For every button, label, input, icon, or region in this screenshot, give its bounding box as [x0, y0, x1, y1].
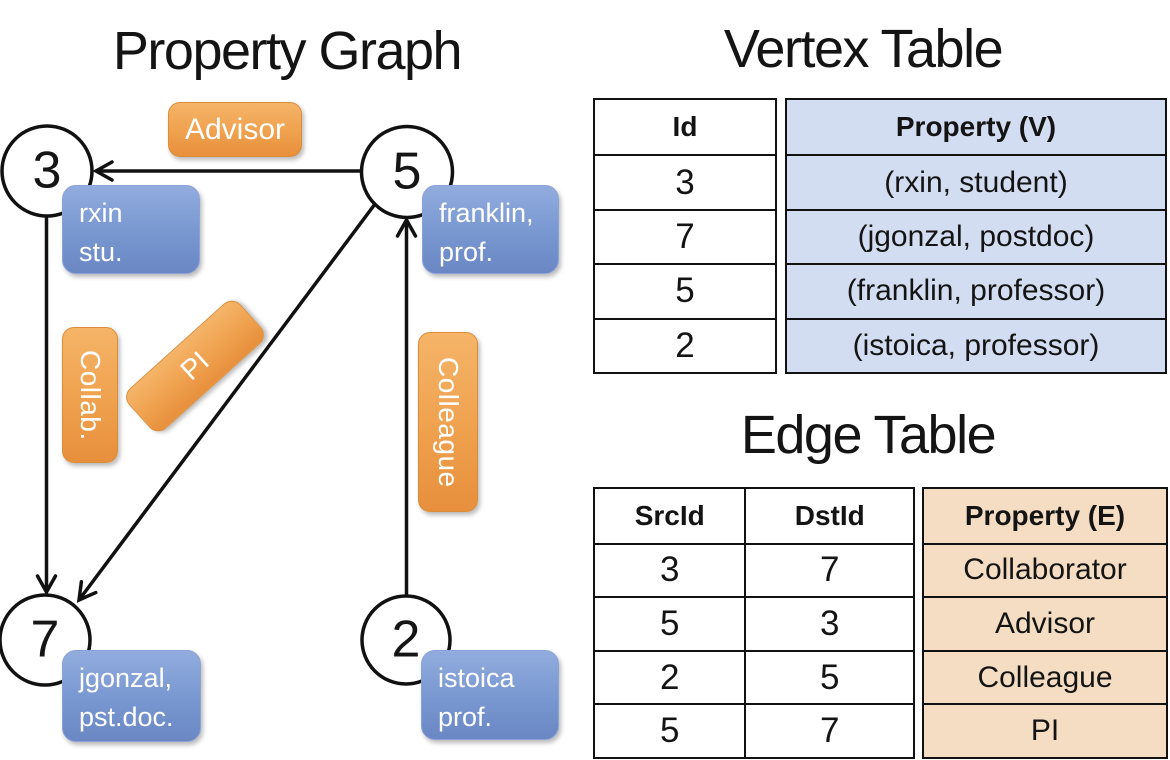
edge-table-property-cell: Collaborator — [924, 542, 1166, 597]
edge-table-dst-cell: 7 — [744, 542, 913, 597]
edge-table-src-cell: 5 — [595, 596, 745, 650]
vertex-table-header-property: Property (V) — [787, 100, 1165, 155]
edge-table-header-srcid: SrcId — [634, 499, 705, 531]
node-label-3: 3 — [32, 141, 62, 200]
vertex-table-title: Vertex Table — [723, 19, 1004, 79]
edge-table-dst-cell: 5 — [744, 649, 913, 704]
edge-table-id-columns: SrcId DstId 3 7 5 3 2 5 5 7 — [593, 487, 915, 759]
edge-label-colleague: Colleague — [418, 332, 478, 512]
edge-table-property-cell: Colleague — [924, 649, 1166, 704]
vertex-table-id-cell: 2 — [595, 317, 775, 372]
node-label-7: 7 — [30, 610, 60, 669]
vertex-table-property-cell: (rxin, student) — [787, 154, 1165, 209]
vertex-table-property-cell: (franklin, professor) — [787, 263, 1165, 318]
edge-label-advisor-text: Advisor — [184, 112, 286, 146]
vertex-table-id-cell: 5 — [595, 263, 775, 317]
vertex-table-id-cell: 7 — [595, 208, 775, 263]
edge-label-colleague-text: Colleague — [433, 356, 464, 488]
edge-table-header-property: Property (E) — [924, 489, 1166, 543]
edge-table-src-cell: 5 — [595, 703, 745, 757]
vertex-property-box-5: franklin, prof. — [422, 185, 559, 274]
edge-label-advisor: Advisor — [168, 102, 302, 157]
edge-table-property-cell: Advisor — [924, 596, 1166, 650]
edge-table-property-cell: PI — [924, 703, 1166, 757]
edge-table-property-column: Property (E) Collaborator Advisor Collea… — [922, 487, 1168, 759]
edge-label-pi-text: PI — [174, 345, 215, 387]
edge-table-src-cell: 3 — [595, 542, 745, 597]
edge-pi-5-to-7 — [76, 202, 377, 603]
vertex-table-property-cell: (istoica, professor) — [787, 317, 1165, 372]
vertex-table-header-id: Id — [672, 111, 698, 143]
vertex-table-id-column: Id 3 7 5 2 — [593, 98, 777, 374]
vertex-property-box-7: jgonzal, pst.doc. — [62, 650, 201, 742]
edge-label-collab-text: Collab. — [75, 349, 106, 441]
vertex-table-id-cell: 3 — [595, 154, 775, 208]
property-graph-title: Property Graph — [112, 21, 463, 81]
node-label-5: 5 — [392, 142, 422, 201]
edge-table-src-cell: 2 — [595, 649, 745, 704]
vertex-property-box-3: rxin stu. — [62, 185, 200, 274]
vertex-table-property-column: Property (V) (rxin, student) (jgonzal, p… — [785, 98, 1167, 374]
edge-label-collab: Collab. — [62, 327, 118, 463]
edge-table-dst-cell: 7 — [744, 703, 913, 757]
vertex-property-box-2: istoica prof. — [421, 650, 559, 740]
edge-table-header-dstid: DstId — [744, 489, 913, 543]
node-label-2: 2 — [391, 610, 421, 669]
vertex-table-property-cell: (jgonzal, postdoc) — [787, 208, 1165, 264]
edge-table-dst-cell: 3 — [744, 596, 913, 650]
edge-table-title: Edge Table — [740, 405, 997, 465]
